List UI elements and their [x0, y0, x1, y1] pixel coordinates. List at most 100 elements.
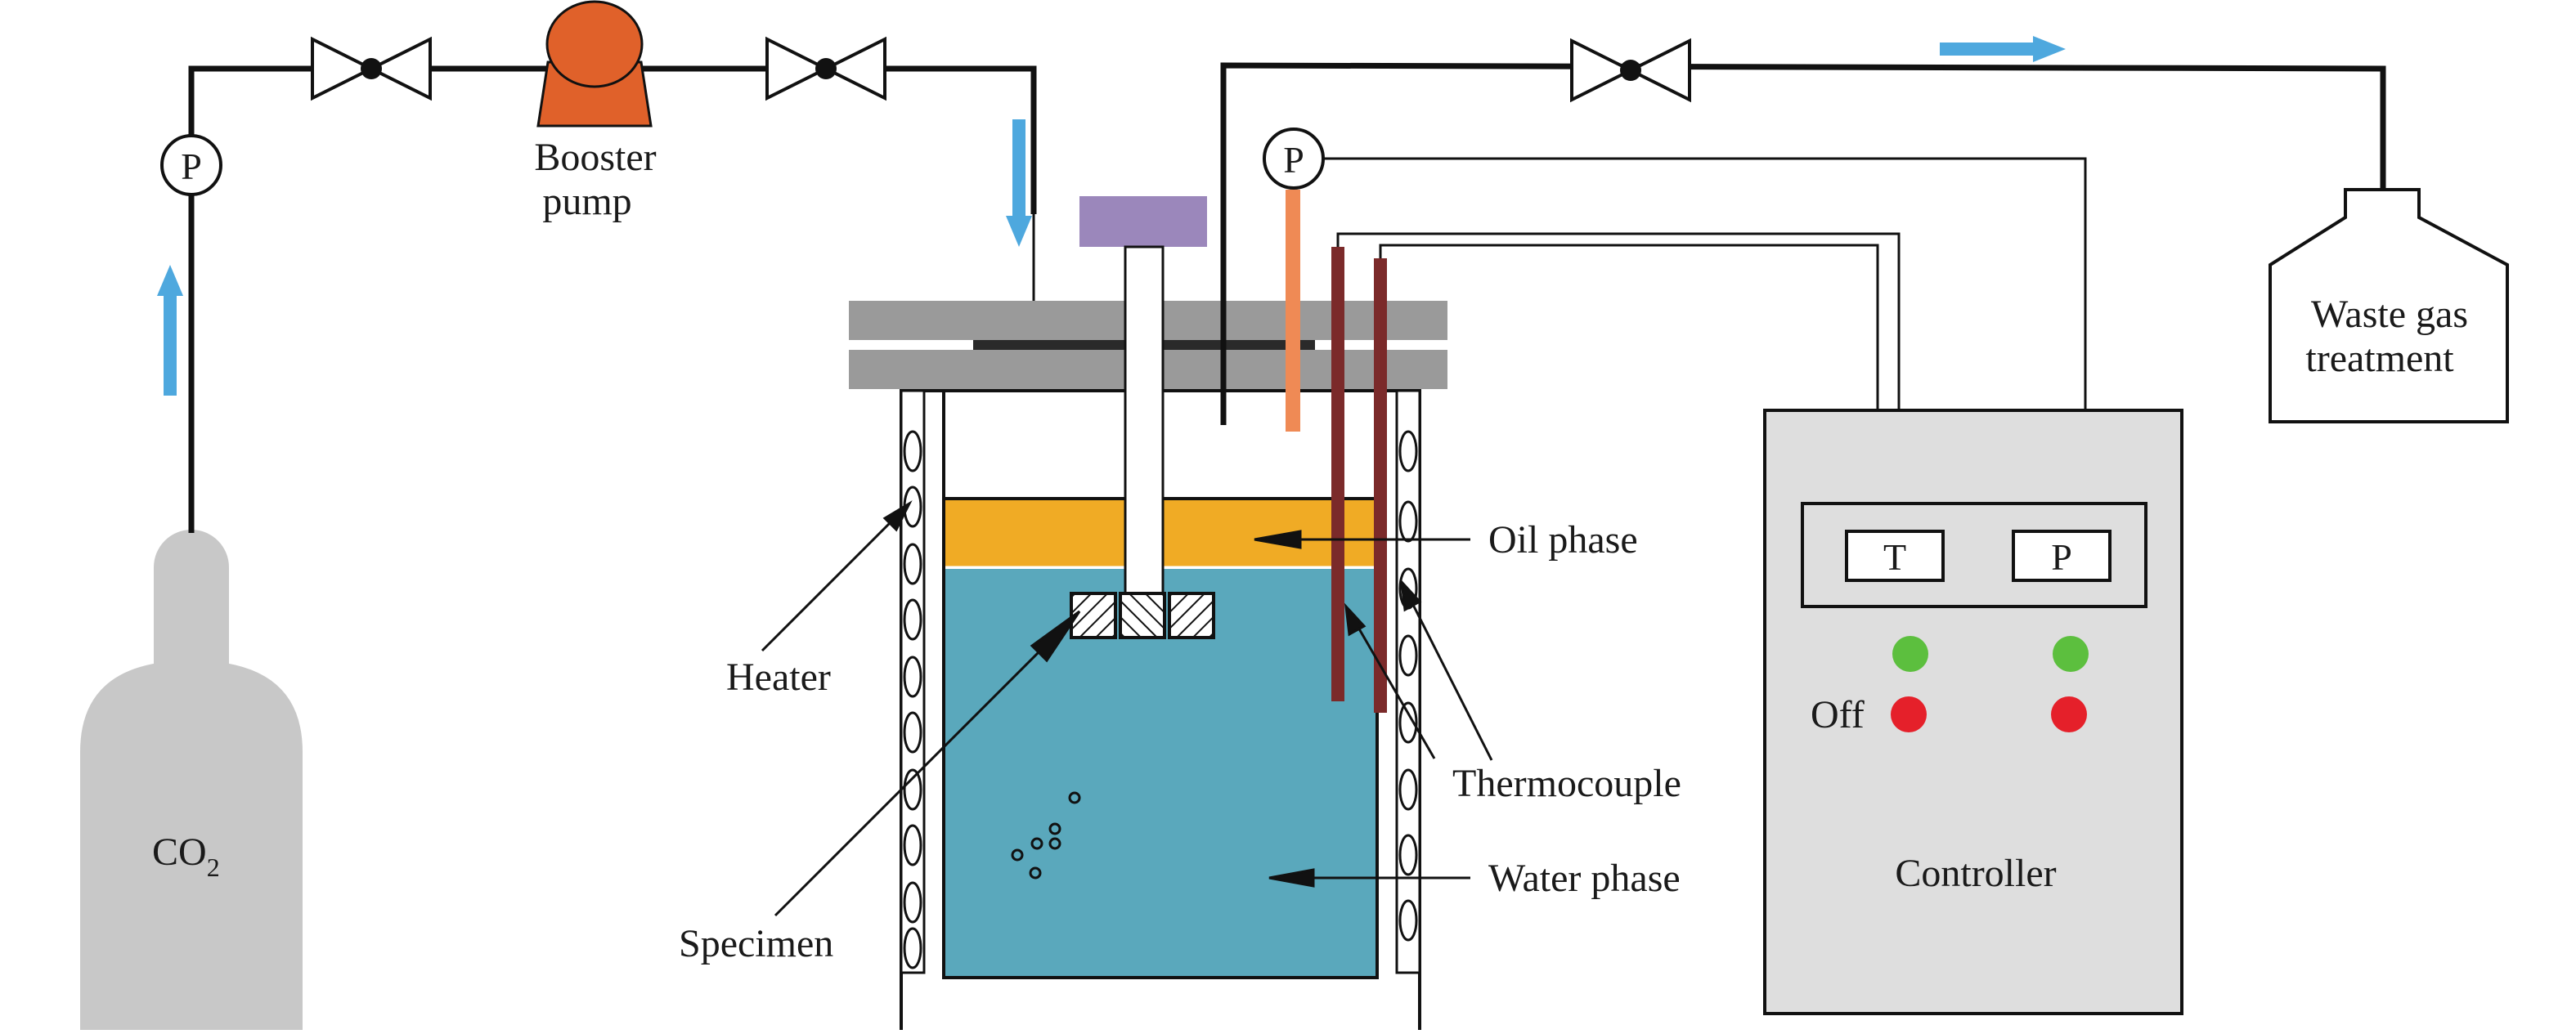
oil-phase-label: Oil phase	[1488, 518, 1638, 562]
inlet-valve-1	[311, 36, 432, 101]
temperature-on-indicator	[1892, 636, 1928, 672]
heater-coil-r2	[1398, 500, 1418, 543]
inlet-flow-arrow-head	[157, 265, 183, 296]
controller: T P Off Controller	[1763, 409, 2183, 1015]
temperature-display-label: T	[1883, 536, 1906, 578]
thermocouple-wire-2	[1379, 244, 1879, 409]
heater-coil-l3	[903, 543, 922, 585]
booster-pump-label-line1: Booster	[534, 136, 656, 179]
specimen-3	[1168, 592, 1215, 639]
heater-coil-l1	[903, 430, 922, 472]
bubble	[1029, 866, 1042, 880]
bubble	[1068, 791, 1081, 804]
leader-lines	[761, 500, 1493, 917]
inlet-pressure-gauge: P	[160, 134, 222, 196]
reactor-inlet-flow-arrow-shaft	[1012, 119, 1025, 217]
thermocouple-label: Thermocouple	[1452, 762, 1681, 805]
bubble	[1030, 837, 1043, 850]
thermocouple-rod-1	[1331, 247, 1344, 701]
outlet-flow-arrow-shaft	[1940, 43, 2035, 56]
specimen-1	[1070, 592, 1117, 639]
heater-coil-l4	[903, 598, 922, 641]
pressure-signal-wire	[1323, 157, 2087, 409]
inlet-valve-1-right	[367, 36, 432, 101]
specimen-leader	[774, 646, 1045, 917]
outlet-flow-arrow-head	[2033, 36, 2066, 62]
bubble	[1048, 822, 1061, 835]
reactor-pressure-gauge-label: P	[1283, 139, 1304, 181]
heater-coil-l7	[903, 768, 922, 811]
bubble	[1011, 848, 1024, 862]
inlet-valve-2-left	[765, 36, 830, 101]
heater-label: Heater	[726, 656, 831, 699]
reactor-inlet-flow-arrow-head	[1006, 216, 1032, 247]
pressure-display	[2012, 530, 2112, 582]
outlet-valve	[1570, 38, 1691, 103]
pressure-on-indicator	[2053, 636, 2089, 672]
gas-bubbles	[1011, 791, 1081, 880]
cylinder-body	[80, 660, 303, 1030]
inlet-valve-1-stem	[361, 58, 382, 79]
heater-coil-r5	[1398, 701, 1418, 744]
thermocouple-wire-1	[1336, 232, 1901, 409]
heater-coil-r8	[1398, 899, 1418, 942]
heater-coil-r7	[1398, 834, 1418, 876]
heater-coil-l10	[903, 927, 922, 969]
heater-leader-head	[882, 500, 913, 532]
outlet-valve-stem	[1620, 60, 1641, 81]
waste-gas-label-line2: treatment	[2305, 337, 2454, 380]
outlet-valve-right	[1627, 38, 1691, 103]
thermocouple-leader-2-head	[1399, 578, 1422, 612]
off-label: Off	[1811, 693, 1865, 736]
cylinder-neck-fill	[154, 572, 229, 669]
inlet-flow-arrow	[157, 265, 183, 396]
specimens	[1070, 592, 1215, 639]
co2-label: CO2	[152, 830, 220, 882]
heater-coil-l5	[903, 656, 922, 698]
pressure-off-indicator	[2051, 696, 2087, 732]
specimen-leader-head	[1030, 610, 1081, 663]
outlet-flow-arrow	[1940, 36, 2066, 62]
specimen-label: Specimen	[679, 922, 833, 965]
stirrer-motor	[1079, 196, 1207, 247]
controller-body	[1763, 409, 2183, 1015]
waste-gas-label-line1: Waste gas	[2311, 293, 2468, 336]
thermocouple-leader-1-head	[1344, 602, 1367, 637]
water-phase-leader-head	[1268, 868, 1315, 888]
water-phase-label: Water phase	[1488, 857, 1681, 900]
signal-wires	[1323, 157, 2087, 409]
specimen-holder-shaft	[1124, 245, 1165, 597]
thermocouple-leader-2	[1410, 601, 1493, 761]
reactor	[849, 190, 1447, 1033]
inlet-valve-2	[765, 36, 886, 101]
reactor-inlet-flow-arrow	[1006, 119, 1032, 247]
inlet-valve-1-left	[311, 36, 375, 101]
heater-leader	[761, 517, 896, 652]
heater-coil-l6	[903, 711, 922, 754]
heater-coil-r6	[1398, 768, 1418, 811]
reactor-pressure-gauge: P	[1263, 128, 1325, 190]
booster-pump: Booster pump	[534, 0, 657, 223]
oil-phase-leader-head	[1254, 530, 1302, 549]
inlet-valve-2-stem	[815, 58, 837, 79]
outlet-pipe	[1220, 62, 2386, 425]
inlet-valve-2-right	[822, 36, 886, 101]
inlet-pressure-gauge-dial	[160, 134, 222, 196]
co2-cylinder: CO2	[80, 530, 303, 1030]
temperature-display	[1845, 530, 1945, 582]
booster-pump-head	[545, 0, 644, 88]
heater-coil-r4	[1398, 634, 1418, 677]
controller-label: Controller	[1895, 852, 2056, 895]
controller-display-panel	[1801, 502, 2147, 608]
callout-labels: Heater Specimen Oil phase Water phase Th…	[679, 518, 1681, 965]
bubble	[1048, 837, 1061, 850]
thermocouple-rod-2	[1374, 258, 1387, 713]
heater-coil-right	[1395, 389, 1421, 974]
waste-gas-treatment-unit: Waste gas treatment	[2269, 188, 2509, 423]
thermocouple-leader-1	[1356, 625, 1436, 759]
outlet-valve-left	[1570, 38, 1635, 103]
heater-coils	[903, 430, 1418, 969]
waste-gas-vessel	[2269, 188, 2509, 423]
